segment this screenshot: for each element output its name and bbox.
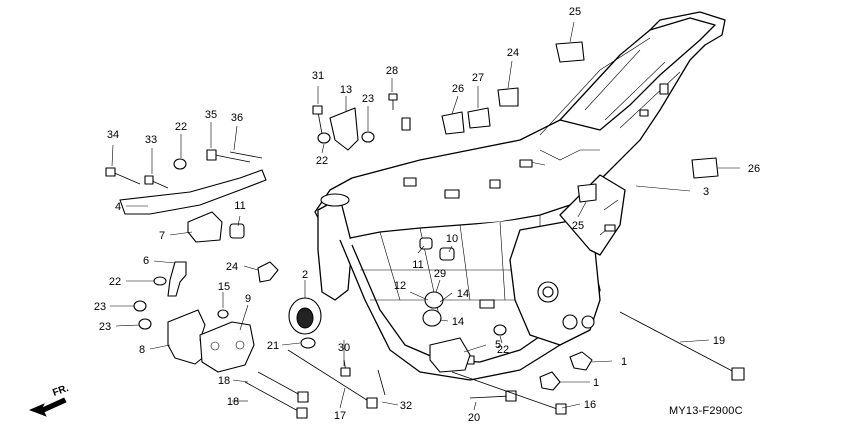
callout-24: 24 xyxy=(226,261,238,273)
callout-25: 25 xyxy=(569,6,581,18)
callout-18: 18 xyxy=(227,396,239,408)
clamp xyxy=(555,41,585,63)
callout-3: 3 xyxy=(703,186,709,198)
callout-12: 12 xyxy=(394,280,406,292)
callout-labels: 1 1 2 3 4 5 6 7 8 9 10 11 11 12 13 14 14… xyxy=(94,6,760,424)
bracket-plate xyxy=(187,211,223,243)
callout-10: 10 xyxy=(446,233,458,245)
callout-22: 22 xyxy=(109,276,121,288)
front-arrow-icon xyxy=(28,397,67,417)
callout-29: 29 xyxy=(434,268,446,280)
collar xyxy=(217,309,229,319)
callout-26: 26 xyxy=(748,163,760,175)
callout-2: 2 xyxy=(302,269,308,281)
callout-25: 25 xyxy=(572,220,584,232)
leader-lines xyxy=(110,21,740,411)
hanger-plate xyxy=(199,321,255,373)
collar xyxy=(300,337,316,349)
callout-24: 24 xyxy=(507,47,519,59)
clamp xyxy=(539,371,561,391)
callout-36: 36 xyxy=(231,112,243,124)
hanger-bracket xyxy=(119,169,267,215)
callout-1: 1 xyxy=(593,377,599,389)
clamp xyxy=(691,157,719,179)
callout-11: 11 xyxy=(234,200,245,212)
callout-23: 23 xyxy=(99,321,111,333)
clamp xyxy=(467,107,491,129)
nut xyxy=(173,158,187,170)
callout-27: 27 xyxy=(472,72,484,84)
callout-14: 14 xyxy=(452,316,464,328)
callout-14: 14 xyxy=(457,288,469,300)
callout-23: 23 xyxy=(362,93,374,105)
nut xyxy=(361,131,375,143)
bracket xyxy=(329,107,359,151)
callout-23: 23 xyxy=(94,301,106,313)
nut xyxy=(138,318,152,330)
clamp xyxy=(257,261,279,283)
clip xyxy=(167,261,187,297)
front-direction-label: FR. xyxy=(51,383,70,399)
washer xyxy=(317,132,331,144)
callout-30: 30 xyxy=(338,342,350,354)
callout-13: 13 xyxy=(340,84,352,96)
callout-11: 11 xyxy=(412,259,423,271)
callout-35: 35 xyxy=(205,109,217,121)
callout-20: 20 xyxy=(468,412,480,424)
callout-8: 8 xyxy=(139,344,145,356)
callout-18: 18 xyxy=(218,375,230,387)
callout-22: 22 xyxy=(316,155,328,167)
callout-19: 19 xyxy=(713,335,725,347)
washer xyxy=(493,324,507,336)
callout-22: 22 xyxy=(497,344,509,356)
parts xyxy=(119,41,719,391)
clamp xyxy=(497,87,519,107)
bushing xyxy=(422,309,442,327)
nut xyxy=(133,300,147,312)
callout-5: 5 xyxy=(495,339,501,351)
callout-4: 4 xyxy=(115,201,121,213)
collar xyxy=(439,247,455,261)
clip xyxy=(401,117,411,131)
main-frame xyxy=(314,11,726,381)
bolts xyxy=(105,93,745,419)
callout-15: 15 xyxy=(218,281,230,293)
callout-1: 1 xyxy=(621,356,627,368)
clamp xyxy=(569,351,593,371)
callout-6: 6 xyxy=(143,255,149,267)
callout-26: 26 xyxy=(452,83,464,95)
callout-17: 17 xyxy=(334,410,346,422)
clamp xyxy=(577,183,597,203)
front-direction-indicator: FR. xyxy=(28,383,70,417)
callout-33: 33 xyxy=(145,134,157,146)
callout-32: 32 xyxy=(400,400,412,412)
clamp xyxy=(441,111,465,135)
diagram-code: MY13-F2900C xyxy=(669,405,743,417)
callout-16: 16 xyxy=(584,399,596,411)
callout-22: 22 xyxy=(175,121,187,133)
callout-34: 34 xyxy=(107,129,119,141)
callout-21: 21 xyxy=(267,340,279,352)
collar xyxy=(229,223,245,239)
callout-7: 7 xyxy=(159,230,165,242)
washer xyxy=(153,276,167,286)
collar xyxy=(419,237,433,250)
bracket-plate xyxy=(429,337,471,373)
callout-31: 31 xyxy=(312,70,324,82)
callout-28: 28 xyxy=(386,65,398,77)
callout-9: 9 xyxy=(245,293,251,305)
